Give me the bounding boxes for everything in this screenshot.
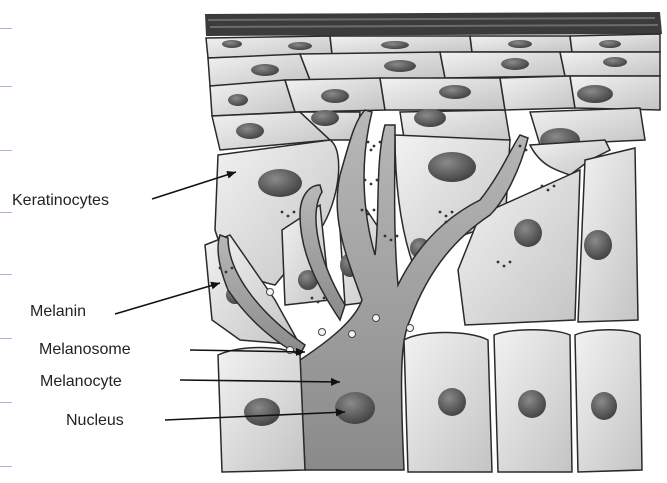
label-keratinocytes: Keratinocytes xyxy=(12,192,109,210)
label-melanin: Melanin xyxy=(30,303,86,321)
stratum-corneum xyxy=(205,12,662,36)
label-melanosome: Melanosome xyxy=(39,341,131,359)
melanin-arrow xyxy=(115,283,220,314)
label-nucleus: Nucleus xyxy=(66,412,124,430)
melanocyte-nucleus xyxy=(335,392,375,424)
label-melanocyte: Melanocyte xyxy=(40,373,122,391)
